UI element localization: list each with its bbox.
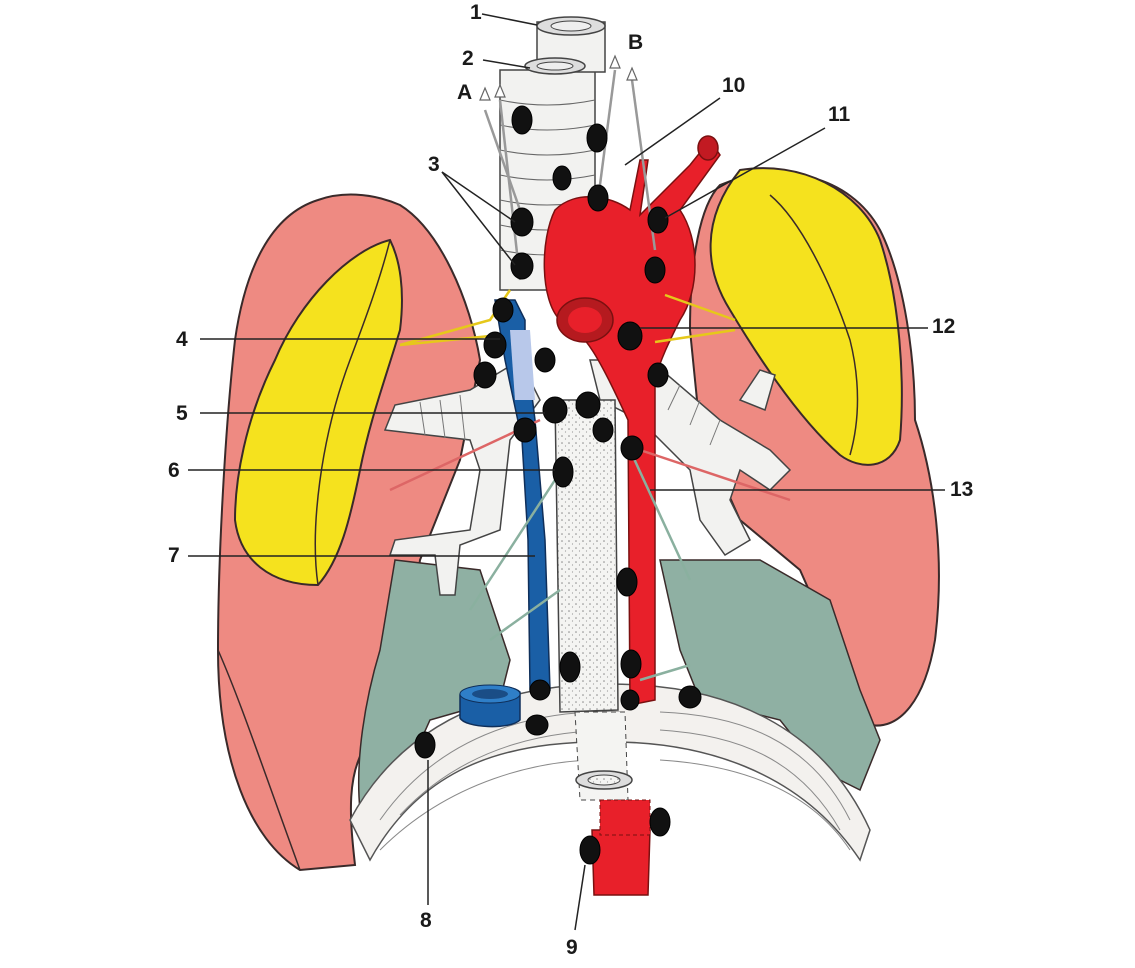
label-11: 11 <box>828 104 850 125</box>
label-8: 8 <box>420 910 432 931</box>
label-b: B <box>628 32 643 53</box>
label-4: 4 <box>176 329 188 350</box>
label-7: 7 <box>168 545 180 566</box>
label-2: 2 <box>462 48 474 69</box>
label-5: 5 <box>176 403 188 424</box>
label-a: A <box>457 82 472 103</box>
label-6: 6 <box>168 460 180 481</box>
label-1: 1 <box>470 2 482 23</box>
label-9: 9 <box>566 937 578 958</box>
trachea-ring-top <box>525 58 585 74</box>
label-13: 13 <box>950 479 973 500</box>
label-3: 3 <box>428 154 440 175</box>
label-12: 12 <box>932 316 955 337</box>
label-10: 10 <box>722 75 745 96</box>
